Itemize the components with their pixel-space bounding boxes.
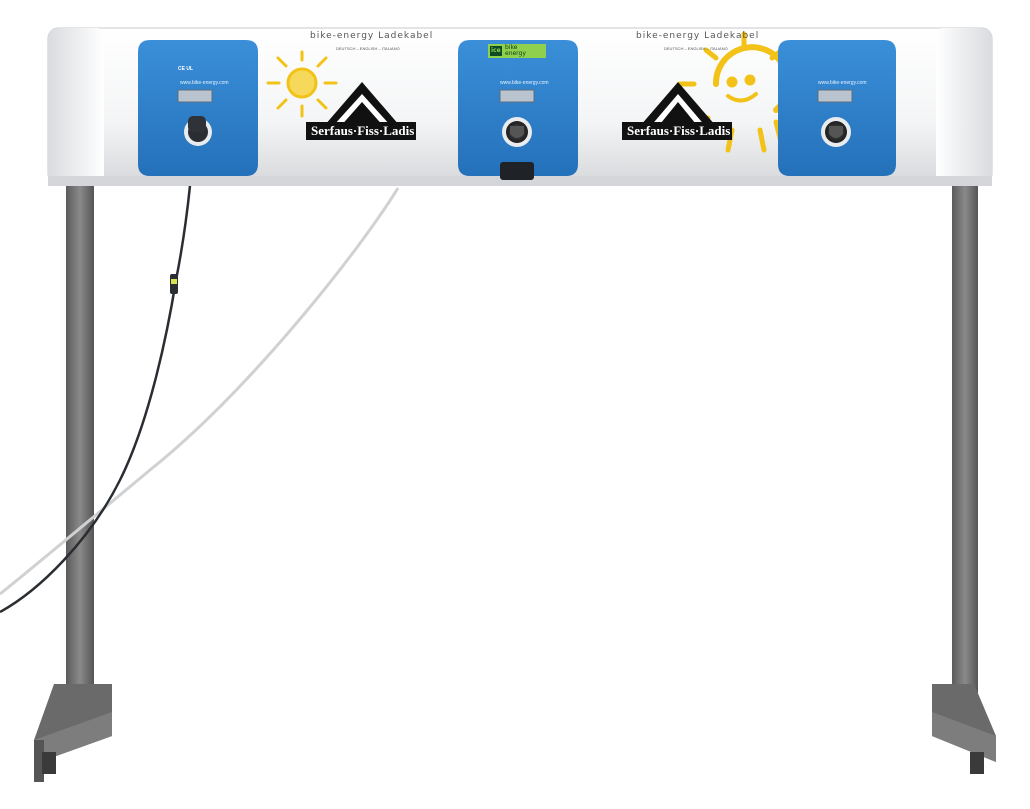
module-center: [458, 40, 578, 180]
station-title-right: bike-energy Ladekabel: [636, 31, 760, 41]
brand-logo-right: Serfaus·Fiss·Ladis: [627, 123, 731, 138]
module-center-url: www.bike-energy.com: [500, 80, 549, 86]
badge-line-1: bike: [505, 44, 518, 51]
station-subtitle-right: DEUTSCH – ENGLISH – ITALIANO: [664, 46, 728, 51]
sun-left-icon: [266, 50, 338, 118]
module-right-url: www.bike-energy.com: [818, 80, 867, 86]
badge-logo-mark: ice: [491, 47, 501, 54]
left-leg: [34, 186, 112, 782]
station-subtitle-left: DEUTSCH – ENGLISH – ITALIANO: [336, 46, 400, 51]
badge-line-2: energy: [505, 50, 526, 57]
station-title-left: bike-energy Ladekabel: [310, 31, 434, 41]
mountain-logo-left: [306, 82, 416, 140]
module-right: [778, 40, 896, 176]
mountain-logo-right: [622, 82, 732, 140]
module-left-url: www.bike-energy.com: [180, 80, 229, 86]
right-leg: [932, 186, 996, 774]
brand-logo-left: Serfaus·Fiss·Ladis: [311, 123, 415, 138]
module-left-marks: CE UL: [178, 66, 193, 72]
grey-cable: [0, 187, 400, 596]
black-cable: [0, 147, 195, 614]
module-left: [138, 40, 258, 176]
